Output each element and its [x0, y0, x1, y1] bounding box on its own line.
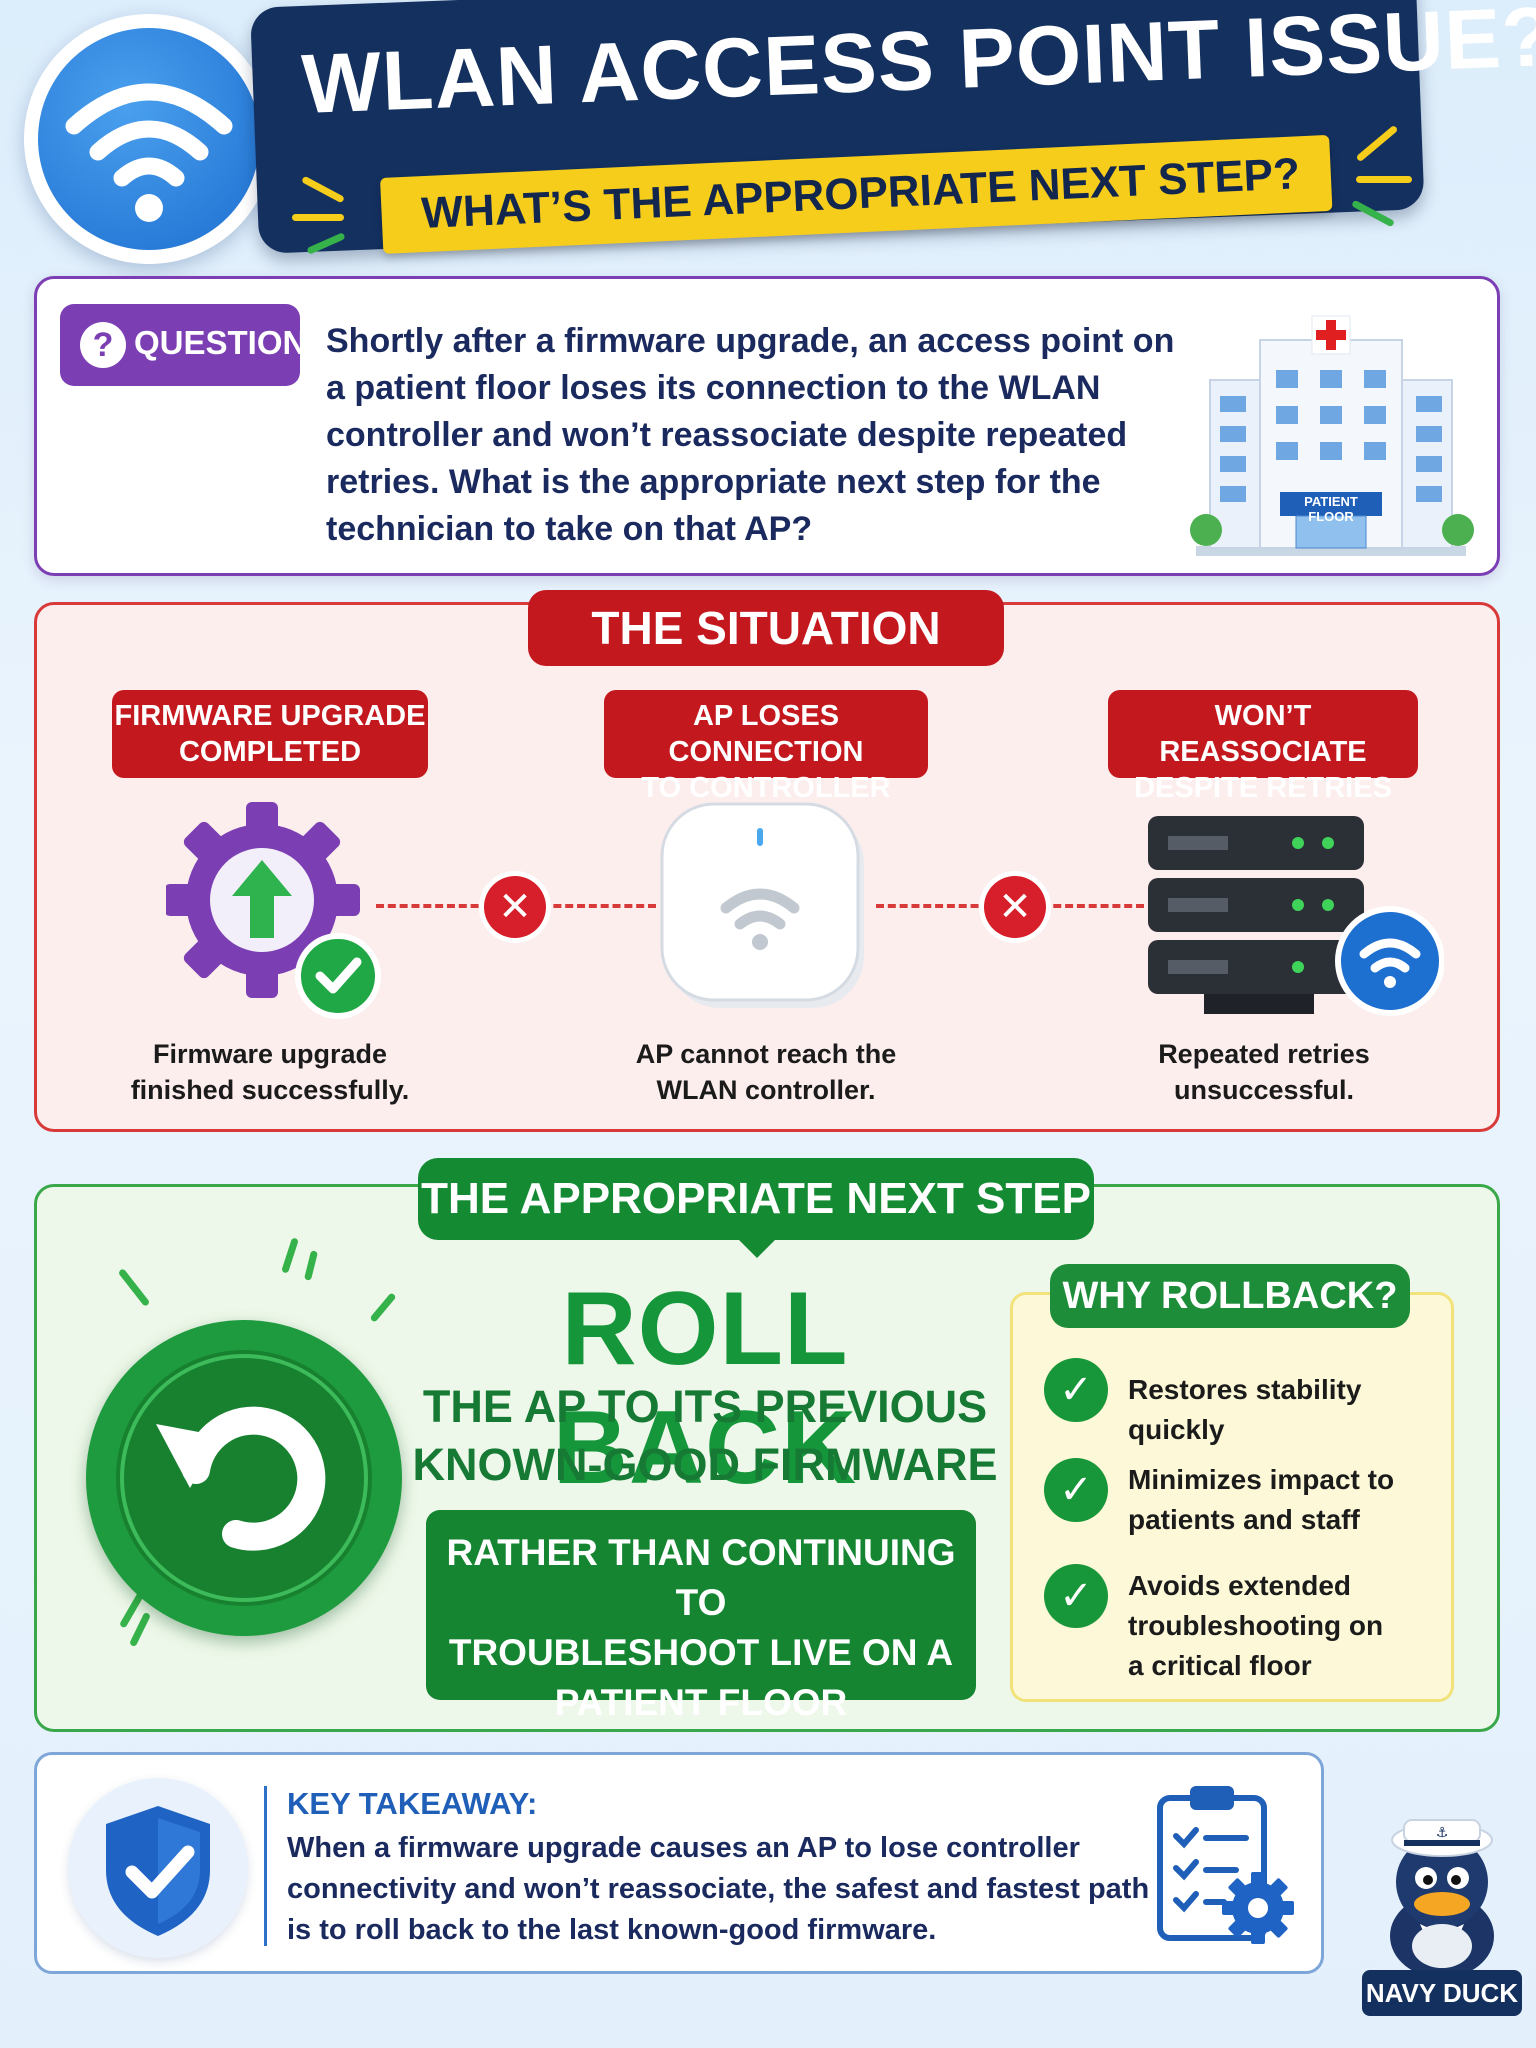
caption-line: unsuccessful.	[1173, 1075, 1355, 1105]
step-label-line: FIRMWARE UPGRADE	[114, 700, 426, 732]
key-takeaway-divider	[264, 1786, 267, 1946]
spark-decoration	[292, 214, 344, 221]
key-takeaway-text: When a firmware upgrade causes an AP to …	[287, 1832, 1150, 1946]
question-text: Shortly after a firmware upgrade, an acc…	[326, 322, 1175, 548]
step-caption-retries: Repeated retries unsuccessful.	[1104, 1036, 1424, 1108]
key-takeaway-label: KEY TAKEAWAY:	[287, 1786, 538, 1821]
navy-duck-label: NAVY DUCK	[1362, 1970, 1522, 2016]
wifi-icon	[65, 83, 233, 222]
patient-floor-sign: PATIENT FLOOR	[1304, 494, 1358, 524]
step-label-wont-reassociate: WON’T REASSOCIATE DESPITE RETRIES	[1108, 690, 1418, 804]
why-item-line: a critical floor	[1128, 1650, 1312, 1681]
caption-line: finished successfully.	[130, 1075, 410, 1105]
step-caption-firmware: Firmware upgrade finished successfully.	[110, 1036, 430, 1108]
rollback-subheading: THE AP TO ITS PREVIOUS KNOWN-GOOD FIRMWA…	[400, 1378, 1010, 1494]
navy-duck-mascot: ⚓	[1390, 1819, 1494, 1976]
gear-upload-icon	[166, 802, 381, 1019]
why-item: Restores stability quickly	[1128, 1370, 1448, 1450]
rollback-headline: ROLL BACK	[552, 1271, 858, 1506]
rather-than-line: PATIENT FLOOR	[554, 1682, 848, 1723]
why-item-line: Restores stability quickly	[1128, 1374, 1362, 1445]
spark-decoration	[1356, 176, 1412, 183]
caption-line: WLAN controller.	[656, 1075, 876, 1105]
failure-x-icon: ✕	[484, 876, 546, 938]
caption-line: Firmware upgrade	[152, 1039, 388, 1069]
caption-line: Repeated retries	[1158, 1039, 1370, 1069]
server-wifi-icon	[1148, 816, 1444, 1016]
step-caption-ap: AP cannot reach the WLAN controller.	[606, 1036, 926, 1108]
why-item: Avoids extended troubleshooting on a cri…	[1128, 1566, 1448, 1686]
rather-than-box: RATHER THAN CONTINUING TO TROUBLESHOOT L…	[426, 1510, 976, 1723]
check-icon: ✓	[1044, 1458, 1108, 1522]
rollback-subheading-line: THE AP TO ITS PREVIOUS	[422, 1381, 988, 1432]
question-icon: ?	[80, 322, 126, 368]
why-item: Minimizes impact to patients and staff	[1128, 1460, 1448, 1540]
situation-title: THE SITUATION	[528, 590, 1004, 666]
next-step-title-pointer	[735, 1236, 779, 1258]
rather-than-line: TROUBLESHOOT LIVE ON A	[448, 1632, 954, 1673]
why-item-line: Minimizes impact to	[1128, 1464, 1395, 1495]
step-label-firmware-upgrade: FIRMWARE UPGRADE COMPLETED	[112, 690, 428, 778]
svg-text:⚓: ⚓	[1436, 1825, 1449, 1841]
clipboard-gear-icon	[1157, 1786, 1294, 1944]
step-label-ap-loses-connection: AP LOSES CONNECTION TO CONTROLLER	[604, 690, 928, 804]
wifi-badge-inner	[38, 28, 260, 250]
check-icon: ✓	[1044, 1564, 1108, 1628]
check-icon: ✓	[1044, 1358, 1108, 1422]
step-label-line: TO CONTROLLER	[641, 772, 891, 804]
next-step-title: THE APPROPRIATE NEXT STEP	[418, 1158, 1094, 1240]
wifi-badge	[24, 14, 274, 264]
failure-x-icon: ✕	[984, 876, 1046, 938]
why-item-line: Avoids extended	[1128, 1570, 1352, 1601]
shield-check-icon	[106, 1806, 210, 1936]
step-label-line: AP LOSES CONNECTION	[668, 700, 864, 768]
hospital-building-icon	[1190, 315, 1474, 556]
rollback-icon	[116, 1350, 372, 1606]
step-label-line: DESPITE RETRIES	[1134, 772, 1392, 804]
question-label: QUESTION:	[134, 324, 318, 361]
shield-halo	[68, 1778, 248, 1958]
rather-than-line: RATHER THAN CONTINUING TO	[446, 1532, 956, 1623]
rollback-badge	[86, 1320, 402, 1636]
key-takeaway-panel	[34, 1752, 1324, 1974]
why-rollback-title: WHY ROLLBACK?	[1050, 1264, 1410, 1328]
why-item-line: troubleshooting on	[1128, 1610, 1384, 1641]
access-point-icon	[660, 802, 864, 1008]
caption-line: AP cannot reach the	[635, 1039, 897, 1069]
why-item-line: patients and staff	[1128, 1504, 1360, 1535]
step-label-line: WON’T REASSOCIATE	[1159, 700, 1367, 768]
rollback-subheading-line: KNOWN-GOOD FIRMWARE	[412, 1439, 998, 1490]
step-label-line: COMPLETED	[178, 736, 362, 768]
